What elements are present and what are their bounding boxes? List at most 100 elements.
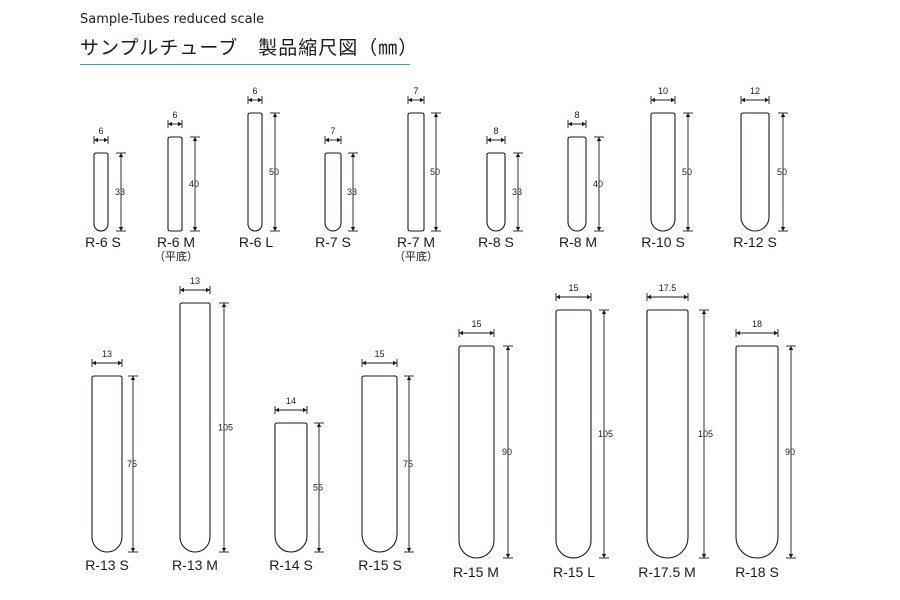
tube-outline (646, 309, 689, 559)
arrowhead-left (362, 360, 366, 366)
arrowhead-right (501, 137, 505, 143)
tube-outline (407, 112, 425, 232)
arrowhead-up (130, 376, 136, 380)
height-label: 90 (785, 447, 795, 457)
arrowhead-right (104, 137, 108, 143)
arrowhead-right (118, 360, 122, 366)
tube-name-label: R-17.5 M (638, 564, 696, 580)
tube-outline (179, 302, 211, 553)
arrowhead-up (118, 153, 124, 157)
tube-outline (650, 112, 676, 232)
tube-name-label: R-15 L (553, 564, 595, 580)
arrowhead-down (221, 548, 227, 552)
arrowhead-left (651, 97, 655, 103)
tube-outline (93, 152, 109, 232)
tube-name-label: R-10 S (641, 234, 685, 250)
tube-name-label: R-13 S (85, 557, 129, 573)
arrowhead-up (192, 137, 198, 141)
width-label: 14 (286, 396, 296, 406)
arrowhead-down (780, 227, 786, 231)
tube-name-label: R-15 S (358, 557, 402, 573)
tube-outline (735, 345, 779, 559)
arrowhead-right (258, 97, 262, 103)
width-label: 17.5 (659, 283, 677, 293)
height-label: 90 (502, 447, 512, 457)
width-label: 7 (330, 126, 335, 136)
arrowhead-up (221, 303, 227, 307)
arrowhead-down (505, 554, 511, 558)
arrowhead-left (325, 137, 329, 143)
width-label: 15 (471, 319, 481, 329)
arrowhead-down (601, 554, 607, 558)
height-label: 40 (189, 179, 199, 189)
arrowhead-right (206, 287, 210, 293)
arrowhead-down (272, 227, 278, 231)
arrowhead-right (765, 97, 769, 103)
height-label: 55 (313, 483, 323, 493)
tube-name-label: R-13 M (172, 557, 218, 573)
tube-name-label: R-6 L (239, 234, 273, 250)
height-label: 50 (777, 167, 787, 177)
arrowhead-up (788, 346, 794, 350)
arrowhead-up (515, 153, 521, 157)
arrowhead-left (556, 294, 560, 300)
arrowhead-left (487, 137, 491, 143)
tube-outline (486, 152, 506, 232)
arrowhead-down (118, 227, 124, 231)
tube-outline (740, 112, 770, 232)
arrowhead-right (393, 360, 397, 366)
height-label: 33 (347, 187, 357, 197)
tube-outline (567, 136, 587, 232)
width-label: 7 (413, 86, 418, 96)
width-label: 6 (172, 110, 177, 120)
height-label: 105 (218, 423, 233, 433)
tube-outline (361, 375, 398, 553)
tube-group-r-6-m: 6 40R-6 M（平底） (154, 110, 200, 263)
tube-outline (91, 375, 123, 553)
arrowhead-right (671, 97, 675, 103)
arrowhead-up (701, 310, 707, 314)
tube-name-label: R-15 M (453, 564, 499, 580)
tube-name-label: R-18 S (735, 564, 779, 580)
arrowhead-right (587, 294, 591, 300)
height-label: 50 (430, 167, 440, 177)
arrowhead-left (647, 294, 651, 300)
arrowhead-left (180, 287, 184, 293)
arrowhead-left (275, 407, 279, 413)
arrowhead-up (596, 137, 602, 141)
arrowhead-right (420, 97, 424, 103)
height-label: 50 (682, 167, 692, 177)
arrowhead-up (406, 376, 412, 380)
arrowhead-left (459, 330, 463, 336)
tube-outline (555, 309, 592, 559)
height-label: 75 (127, 459, 137, 469)
arrowhead-down (350, 227, 356, 231)
arrowhead-up (350, 153, 356, 157)
tube-name-label: R-8 M (559, 234, 597, 250)
height-label: 40 (593, 179, 603, 189)
arrowhead-down (192, 227, 198, 231)
title-underline (80, 64, 410, 65)
arrowhead-down (788, 554, 794, 558)
arrowhead-down (316, 548, 322, 552)
arrowhead-right (684, 294, 688, 300)
arrowhead-right (303, 407, 307, 413)
arrowhead-left (94, 137, 98, 143)
arrowhead-up (272, 113, 278, 117)
tube-note-label: （平底） (154, 249, 198, 263)
arrowhead-down (130, 548, 136, 552)
arrowhead-left (568, 121, 572, 127)
arrowhead-right (337, 137, 341, 143)
tube-name-label: R-6 M (157, 234, 195, 250)
